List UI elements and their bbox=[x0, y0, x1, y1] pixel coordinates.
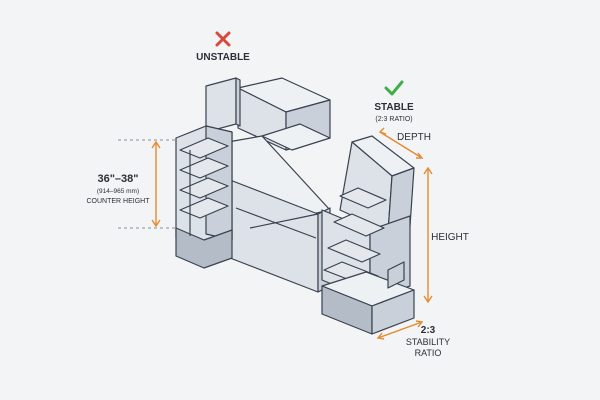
stable-ratio-note: (2:3 RATIO) bbox=[375, 116, 412, 123]
counter-height-caption: COUNTER HEIGHT bbox=[87, 198, 151, 205]
stable-label: STABLE bbox=[374, 102, 414, 113]
stability-ratio-value: 2:3 bbox=[421, 325, 436, 336]
counter-height-dimension bbox=[118, 139, 178, 229]
height-dimension bbox=[423, 166, 433, 304]
counter-height-metric: (914–965 mm) bbox=[97, 188, 139, 195]
stable-display bbox=[321, 135, 415, 335]
depth-label: DEPTH bbox=[397, 132, 431, 143]
height-label: HEIGHT bbox=[431, 232, 469, 243]
stability-ratio-line1: STABILITY bbox=[406, 337, 450, 347]
unstable-display bbox=[175, 77, 241, 269]
stability-ratio-dimension bbox=[376, 320, 424, 340]
unstable-label: UNSTABLE bbox=[196, 52, 250, 63]
stability-ratio-line2: RATIO bbox=[415, 348, 442, 358]
counter-height-range: 36"–38" bbox=[97, 173, 138, 185]
check-icon bbox=[384, 80, 404, 96]
depth-dimension bbox=[378, 127, 424, 159]
cross-icon bbox=[215, 31, 231, 47]
